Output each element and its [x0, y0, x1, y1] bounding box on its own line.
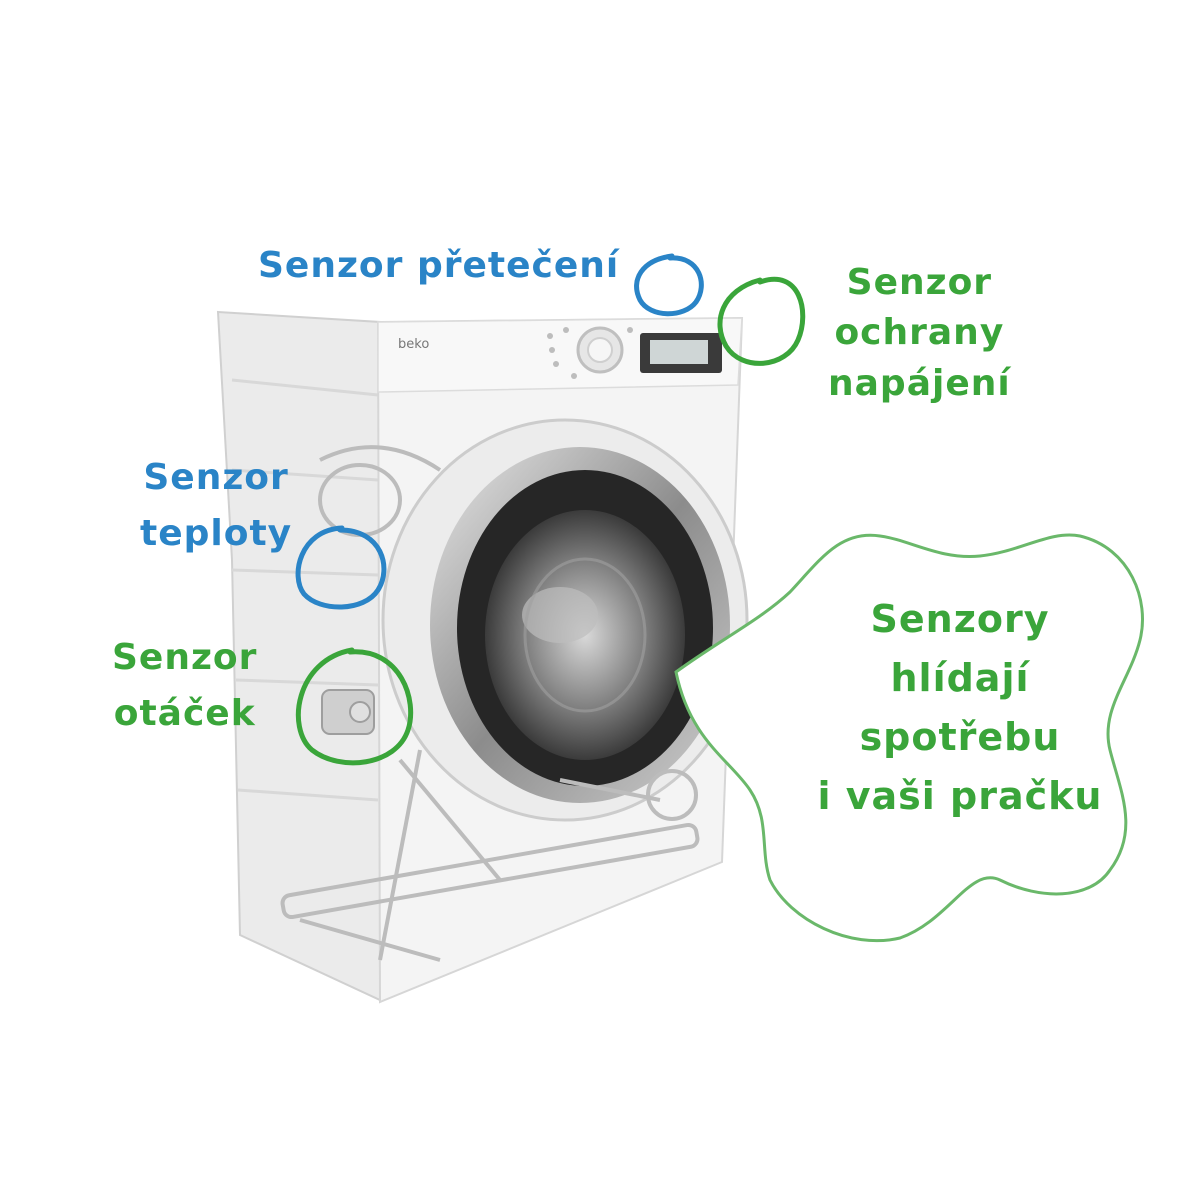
- cloud-message-label: Senzory hlídají spotřebu i vaši pračku: [817, 597, 1103, 818]
- rpm-sensor-label: Senzor otáček: [112, 637, 258, 734]
- motor-part: [321, 689, 375, 735]
- machine-side-panel: [216, 310, 381, 1002]
- overflow-sensor-label: Senzor přetečení: [258, 245, 620, 286]
- overflow-sensor-circle: [634, 253, 704, 317]
- power-sensor-label: Senzor ochrany napájení: [828, 262, 1011, 404]
- brand-logo: beko: [398, 337, 429, 352]
- rpm-sensor-circle: [296, 647, 414, 766]
- sensor-circles: [295, 253, 806, 766]
- temperature-sensor-label: Senzor teploty: [140, 457, 293, 554]
- power-sensor-circle: [717, 277, 806, 366]
- speech-cloud: [674, 533, 1144, 943]
- control-panel: beko: [398, 326, 722, 379]
- temperature-sensor-circle: [295, 525, 387, 610]
- door: [381, 418, 749, 822]
